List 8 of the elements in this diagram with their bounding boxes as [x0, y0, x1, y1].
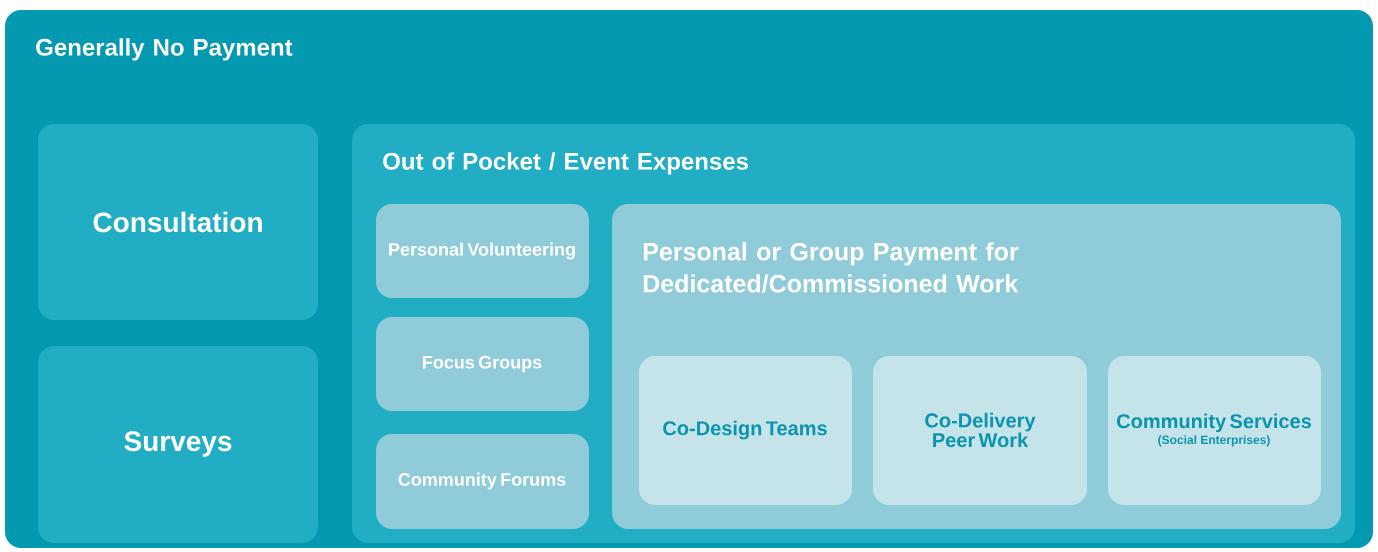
- category-box: Community Services (Social Enterprises): [1108, 356, 1321, 505]
- category-box: Community Forums: [376, 434, 589, 529]
- category-box: Consultation: [38, 124, 318, 320]
- category-box: Personal Volunteering: [376, 204, 589, 298]
- category-box: Co-Design Teams: [639, 356, 852, 505]
- category-box: Co-Delivery Peer Work: [873, 356, 1087, 505]
- category-box: Focus Groups: [376, 317, 589, 411]
- category-box: Surveys: [38, 346, 318, 543]
